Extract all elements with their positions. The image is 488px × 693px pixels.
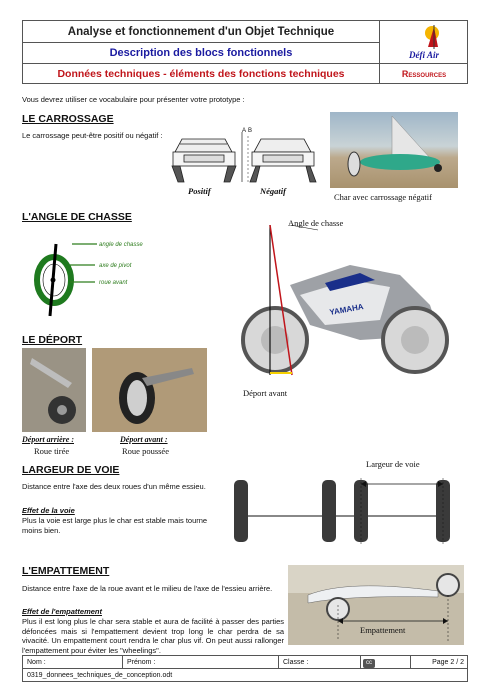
resources-label: Ressources [379, 64, 468, 84]
moto-angle-label: Angle de chasse [288, 218, 344, 228]
moto-deport-label: Déport avant [243, 388, 288, 398]
track-width-label: Largeur de voie [366, 459, 420, 469]
motorcycle-diagram: YAMAHA [241, 225, 449, 376]
intro-text: Vous devrez utiliser ce vocabulaire pour… [22, 95, 245, 104]
caster-label-angle: angle de chasse [99, 242, 143, 248]
header-subtitle: Description des blocs fonctionnels [23, 43, 379, 64]
page-header: Analyse et fonctionnement d'un Objet Tec… [22, 20, 468, 84]
front-offset-text: Roue poussée [122, 446, 169, 456]
voie-text: Distance entre l'axe des deux roues d'un… [22, 482, 206, 491]
empattement-text: Distance entre l'axe de la roue avant et… [22, 584, 273, 593]
land-yacht-photo [330, 112, 458, 188]
front-offset-title: Déport avant : [120, 435, 168, 444]
axis-b-label: B [248, 128, 252, 134]
caster-diagram: angle de chasse axe de pivot roue avant [34, 242, 143, 317]
cc-icon: cc [363, 659, 375, 668]
wheelbase-photo [288, 565, 464, 645]
footer-classe: Classe : [279, 656, 361, 669]
label-negative: Négatif [260, 186, 286, 196]
carrossage-text: Le carrossage peut-être positif ou négat… [22, 131, 163, 140]
svg-text:A: A [242, 128, 246, 134]
rear-offset-photo [22, 348, 86, 432]
caster-label-wheel: roue avant [99, 280, 128, 286]
empattement-effect-text: Plus il est long plus le char sera stabl… [22, 617, 284, 655]
wheelbase-label: Empattement [360, 625, 406, 635]
section-title-empattement: L'EMPATTEMENT [22, 565, 110, 577]
section-title-voie: LARGEUR DE VOIE [22, 464, 120, 476]
rear-offset-title: Déport arrière : [22, 435, 74, 444]
voie-effect-title: Effet de la voie [22, 506, 75, 515]
footer-filename: 0319_donnees_techniques_de_conception.od… [27, 672, 173, 679]
header-title: Analyse et fonctionnement d'un Objet Tec… [23, 21, 379, 43]
land-yacht-caption: Char avec carrossage négatif [334, 192, 432, 202]
section-title-chasse: L'ANGLE DE CHASSE [22, 211, 132, 223]
license-badge: cc [361, 656, 411, 669]
footer-nom: Nom : [23, 656, 123, 669]
caster-label-pivot: axe de pivot [99, 263, 132, 269]
camber-diagram: A B [171, 128, 317, 184]
rear-offset-text: Roue tirée [34, 446, 70, 456]
defi-air-logo: Défi Air [379, 21, 468, 64]
label-positive: Positif [188, 186, 211, 196]
section-title-carrossage: LE CARROSSAGE [22, 113, 114, 125]
front-offset-photo [92, 348, 207, 432]
section-title-deport: LE DÉPORT [22, 334, 83, 346]
empattement-effect-title: Effet de l'empattement [22, 607, 102, 616]
logo-text: Défi Air [408, 50, 439, 60]
page-footer: Nom : Prénom : Classe : cc Page 2 / 2 03… [22, 655, 468, 682]
footer-prenom: Prénom : [123, 656, 279, 669]
track-width-diagram [234, 478, 450, 545]
voie-effect-text: Plus la voie est large plus le char est … [22, 516, 208, 535]
footer-page: Page 2 / 2 [432, 659, 464, 666]
header-section: Données techniques - éléments des foncti… [57, 68, 345, 80]
